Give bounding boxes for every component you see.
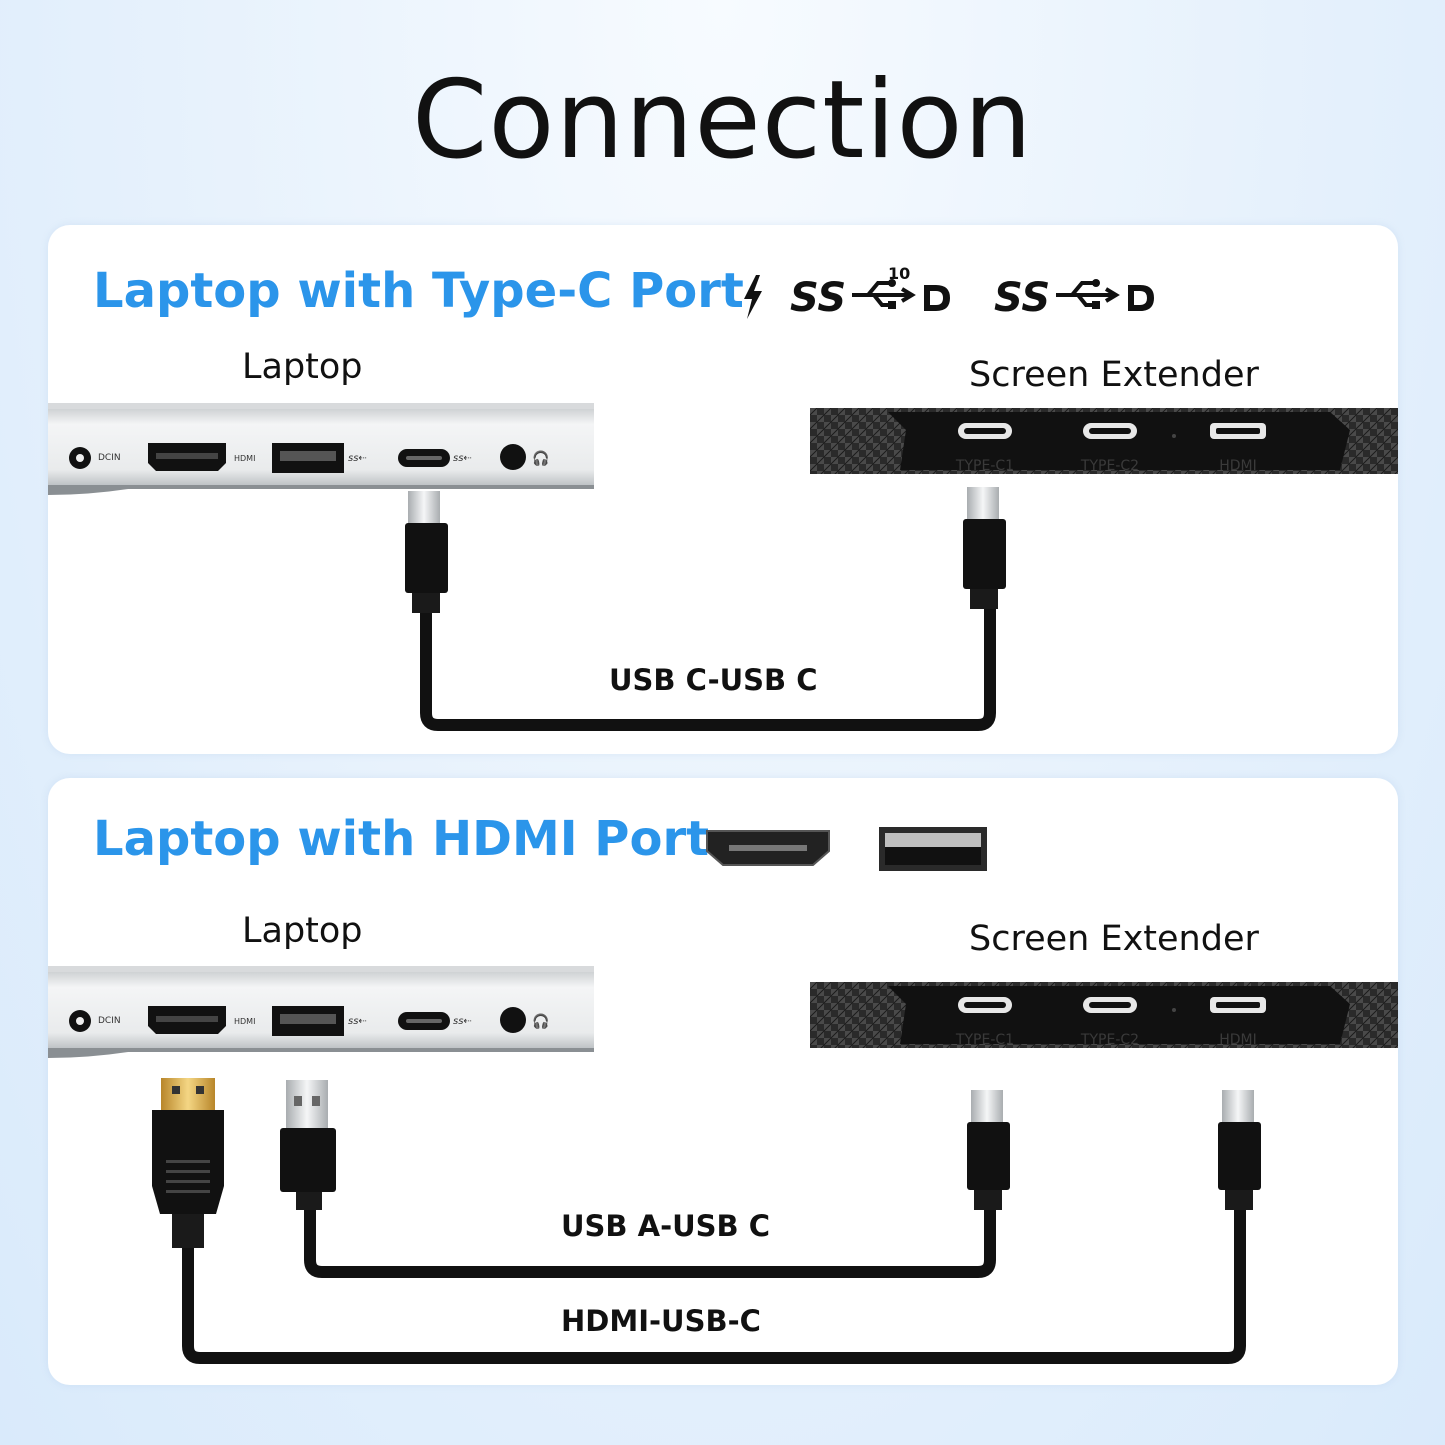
hdmi-port-label: HDMI: [234, 454, 255, 463]
laptop-side-view: DCIN HDMI ss⇠ ss⇠ 🎧: [48, 966, 594, 1058]
svg-text:SS: SS: [994, 275, 1050, 321]
extender-port-c2: TYPE-C2: [1080, 1032, 1139, 1048]
usbc-usbc-cable: [405, 487, 1006, 731]
svg-text:ss⇠: ss⇠: [453, 1016, 472, 1027]
extender-port-c2: TYPE-C2: [1080, 458, 1139, 474]
usba-cable-label: USB A-USB C: [561, 1209, 771, 1243]
hdmi-connection-panel: Laptop with HDMI Port Laptop Screen Exte…: [48, 778, 1398, 1385]
hdmi-port-icon: [706, 830, 830, 866]
hdmi-heading: Laptop with HDMI Port: [93, 811, 710, 867]
hdmi-port-label: HDMI: [234, 1017, 255, 1026]
extender-label: Screen Extender: [969, 355, 1259, 395]
superspeed-displayport-icon: SS: [994, 275, 1154, 321]
hdmi-cable-label: HDMI-USB-C: [561, 1304, 761, 1338]
svg-text:ss⇠: ss⇠: [348, 1016, 367, 1027]
svg-text:🎧: 🎧: [532, 1013, 549, 1030]
dcin-port-label: DCIN: [98, 1016, 121, 1026]
svg-text:🎧: 🎧: [532, 450, 549, 467]
svg-text:SS: SS: [790, 275, 846, 321]
svg-text:ss⇠: ss⇠: [453, 453, 472, 464]
superspeed-10-displayport-icon: SS 10: [790, 264, 950, 321]
dcin-port-label: DCIN: [98, 453, 121, 463]
laptop-label: Laptop: [242, 911, 363, 951]
typec-heading: Laptop with Type-C Port: [93, 263, 744, 319]
usbc-cable-label: USB C-USB C: [609, 663, 818, 697]
extender-label: Screen Extender: [969, 919, 1259, 959]
usb-a-port-icon: [879, 827, 987, 871]
svg-text:ss⇠: ss⇠: [348, 453, 367, 464]
screen-extender-side-view: TYPE-C1 TYPE-C2 HDMI: [810, 408, 1398, 474]
extender-port-c1: TYPE-C1: [955, 458, 1014, 474]
screen-extender-side-view: TYPE-C1 TYPE-C2 HDMI: [810, 982, 1398, 1048]
thunderbolt-icon: [744, 275, 762, 319]
laptop-label: Laptop: [242, 347, 363, 387]
page-title: Connection: [411, 58, 1034, 183]
laptop-side-view: DCIN HDMI ss⇠ ss⇠ 🎧: [48, 403, 594, 495]
hdmi-and-usba-cables: [152, 1078, 1261, 1364]
extender-port-hdmi: HDMI: [1219, 458, 1257, 474]
typec-connection-panel: Laptop with Type-C Port SS 10 SS Laptop …: [48, 225, 1398, 754]
extender-port-c1: TYPE-C1: [955, 1032, 1014, 1048]
extender-port-hdmi: HDMI: [1219, 1032, 1257, 1048]
ss-speed-number: 10: [888, 264, 910, 283]
